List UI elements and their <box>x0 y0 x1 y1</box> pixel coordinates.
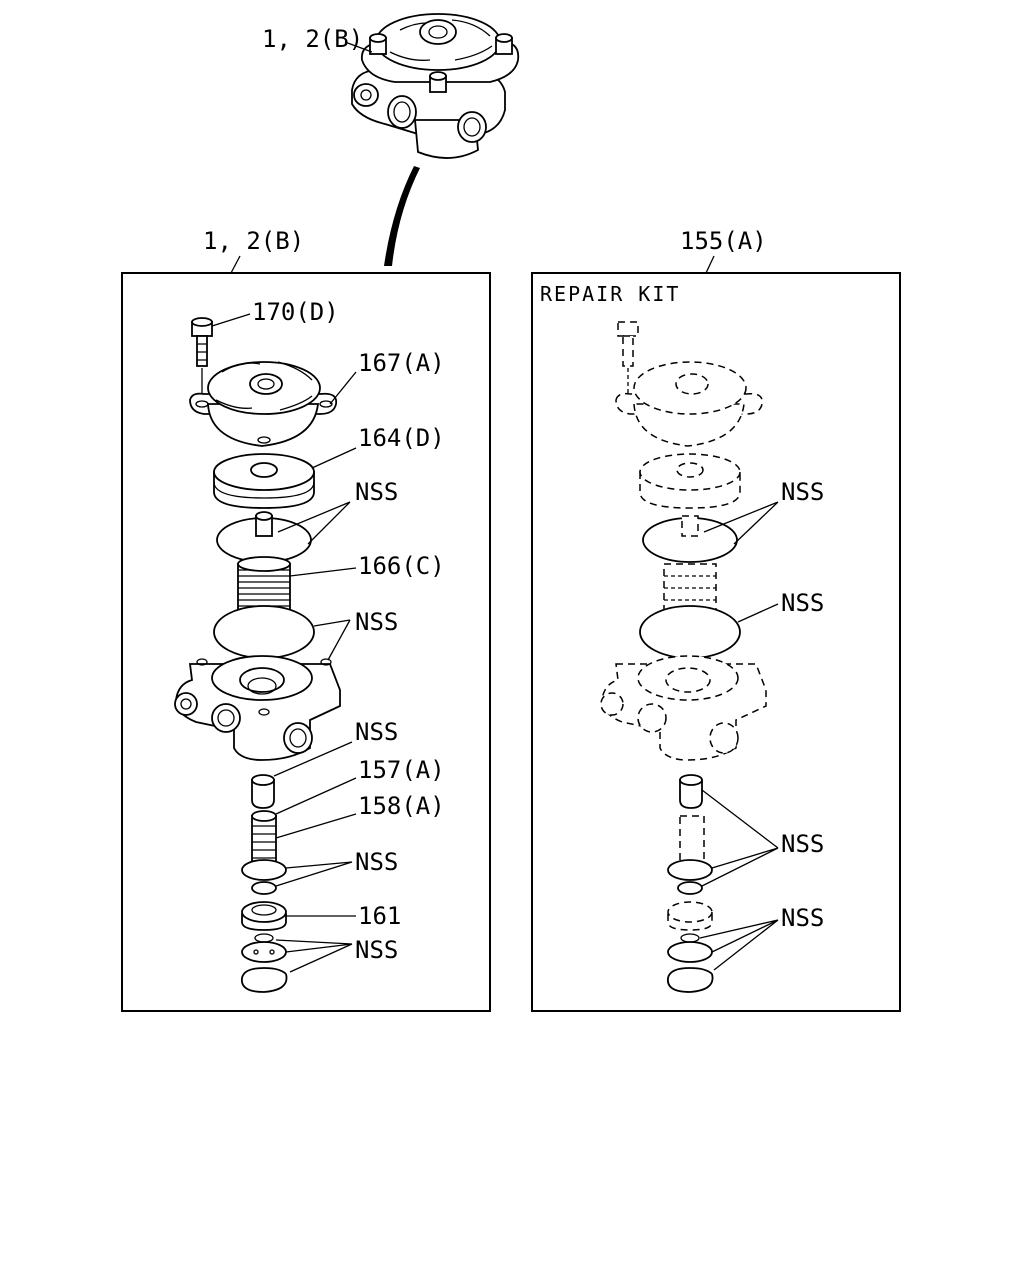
kit-callout-nss-3: NSS <box>781 830 824 858</box>
right-panel: 155(A) REPAIR KIT NSS <box>531 227 901 1012</box>
valve-seat-part <box>251 774 275 809</box>
kit-callout-nss-2: NSS <box>781 589 824 617</box>
kit-lower-parts <box>667 774 713 895</box>
kit-gasket-part <box>642 515 738 563</box>
callout-167: 167(A) <box>358 349 445 377</box>
kit-snap-ring-part <box>667 901 714 993</box>
callout-nss-2: NSS <box>355 608 398 636</box>
diaphragm-ghost <box>639 453 741 509</box>
top-assembly-label: 1, 2(B) <box>262 25 363 53</box>
kit-callout-nss-4: NSS <box>781 904 824 932</box>
callout-158: 158(A) <box>358 792 445 820</box>
bolt-ghost <box>617 321 639 396</box>
callout-nss-3: NSS <box>355 718 398 746</box>
diaphragm-part <box>213 453 315 509</box>
callout-161: 161 <box>358 902 401 930</box>
o-ring-part <box>213 605 315 659</box>
left-panel-header: 1, 2(B) <box>203 227 304 255</box>
callout-nss-5: NSS <box>355 936 398 964</box>
callout-157: 157(A) <box>358 756 445 784</box>
cover-part <box>189 361 338 447</box>
callout-170: 170(D) <box>252 298 339 326</box>
bolt-part <box>191 317 213 396</box>
cover-ghost <box>615 361 763 447</box>
snap-ring-part <box>241 933 288 993</box>
valve-body-ghost <box>600 655 767 761</box>
callout-nss-1: NSS <box>355 478 398 506</box>
kit-callout-nss-1: NSS <box>781 478 824 506</box>
callout-nss-4: NSS <box>355 848 398 876</box>
callout-164: 164(D) <box>358 424 445 452</box>
piston-part <box>251 810 277 863</box>
gasket-upper-part <box>216 511 312 563</box>
repair-kit-title: REPAIR KIT <box>540 282 680 306</box>
right-panel-header: 155(A) <box>680 227 767 255</box>
lower-seals-part <box>241 859 287 895</box>
connector-arrow <box>384 166 420 266</box>
top-valve-assembly: 1, 2(B) <box>262 13 520 266</box>
callout-166: 166(C) <box>358 552 445 580</box>
valve-body-part <box>174 655 341 761</box>
kit-o-ring-part <box>639 605 741 659</box>
exhaust-cap-part <box>241 901 287 931</box>
left-panel: 1, 2(B) 170(D) 167(A) <box>121 227 491 1012</box>
